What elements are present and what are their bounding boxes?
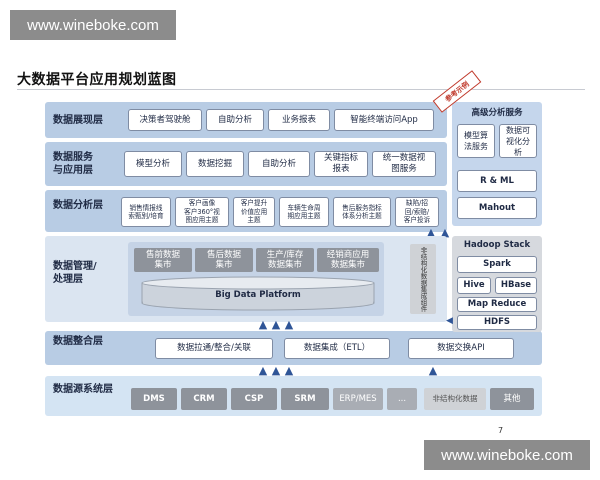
- mart-aftersales: 售后数据 集市: [195, 248, 253, 272]
- advanced-item-mahout: Mahout: [457, 197, 537, 219]
- presentation-item-mobile-app: 智能终端访问App: [334, 109, 434, 131]
- layer-management-label: 数据管理/ 处理层: [53, 261, 97, 285]
- mart-presales: 售前数据 集市: [134, 248, 192, 272]
- source-other: 其他: [490, 388, 534, 410]
- advanced-analytics-title: 高级分析服务: [471, 108, 523, 118]
- service-item-kpi: 关键指标 报表: [314, 151, 368, 177]
- big-data-platform-label: Big Data Platform: [215, 290, 301, 300]
- arrow-up-icon: ▲: [258, 318, 268, 331]
- integration-item-etl: 数据集成（ETL）: [284, 338, 390, 359]
- arrow-up-icon: ▲: [440, 226, 450, 239]
- arrow-left-icon: ◀: [446, 316, 453, 326]
- source-csp: CSP: [231, 388, 277, 410]
- source-more: ...: [387, 388, 417, 410]
- analysis-item-after-sales: 售后服务指标 体系分析主题: [333, 197, 391, 227]
- service-item-model: 模型分析: [124, 151, 182, 177]
- service-item-mining: 数据挖掘: [186, 151, 244, 177]
- hadoop-hive: Hive: [457, 277, 491, 294]
- analysis-item-defects: 缺陷/招 回/索赔/ 客户投诉: [395, 197, 439, 227]
- integration-item-linkage: 数据拉通/整合/关联: [155, 338, 273, 359]
- watermark-top: www.wineboke.com: [10, 10, 176, 40]
- presentation-item-business-report: 业务报表: [268, 109, 330, 131]
- arrow-up-icon: ▲: [284, 318, 294, 331]
- layer-service-label: 数据服务 与应用层: [53, 152, 93, 176]
- analysis-item-sales-lead: 销售情报线 索甄别/培育: [121, 197, 171, 227]
- source-unstructured: 非结构化数据: [424, 388, 486, 410]
- source-srm: SRM: [281, 388, 329, 410]
- advanced-item-visual: 数据可 视化分 析: [499, 124, 537, 158]
- service-item-self: 自助分析: [248, 151, 310, 177]
- hadoop-hbase: HBase: [495, 277, 537, 294]
- arrow-up-icon: ▲: [271, 318, 281, 331]
- mart-dealer: 经销商应用 数据集市: [317, 248, 379, 272]
- arrow-up-icon: ▲: [258, 364, 268, 377]
- watermark-bottom: www.wineboke.com: [424, 440, 590, 470]
- presentation-item-cockpit: 决策者驾驶舱: [128, 109, 202, 131]
- page-number: 7: [498, 426, 504, 435]
- arrow-up-icon: ▲: [284, 364, 294, 377]
- analysis-item-customer-360: 客户画像 客户360°视 图应用主题: [175, 197, 229, 227]
- advanced-item-rml: R & ML: [457, 170, 537, 192]
- layer-presentation-label: 数据展现层: [53, 114, 103, 126]
- title-rule: [17, 89, 585, 90]
- mart-production: 生产/库存 数据集市: [256, 248, 314, 272]
- analysis-item-customer-value: 客户提升 价值应用 主题: [233, 197, 275, 227]
- arrow-up-icon: ▲: [271, 364, 281, 377]
- big-data-platform-cylinder: [140, 276, 376, 312]
- layer-analysis-label: 数据分析层: [53, 199, 103, 211]
- hadoop-stack-title: Hadoop Stack: [463, 240, 531, 250]
- advanced-item-model: 模型算 法服务: [457, 124, 495, 158]
- layer-source-label: 数据源系统层: [53, 383, 113, 395]
- hadoop-mapreduce: Map Reduce: [457, 297, 537, 312]
- arrow-up-icon: ▲: [428, 364, 438, 377]
- service-item-unified-view: 统一数据视 图服务: [372, 151, 436, 177]
- unstructured-integration: 非结构化数据集成组件: [410, 244, 436, 314]
- source-crm: CRM: [181, 388, 227, 410]
- layer-integration-label: 数据整合层: [53, 335, 103, 347]
- unstructured-integration-label: 非结构化数据集成组件: [419, 246, 427, 312]
- arrow-up-icon: ▲: [426, 226, 436, 239]
- presentation-item-self-analysis: 自助分析: [206, 109, 264, 131]
- hadoop-hdfs: HDFS: [457, 315, 537, 330]
- analysis-item-vehicle-lifecycle: 车辆生命周 期应用主题: [279, 197, 329, 227]
- source-dms: DMS: [131, 388, 177, 410]
- integration-item-api: 数据交换API: [408, 338, 514, 359]
- page-title: 大数据平台应用规划蓝图: [17, 72, 177, 88]
- hadoop-spark: Spark: [457, 256, 537, 273]
- source-erp-mes: ERP/MES: [333, 388, 383, 410]
